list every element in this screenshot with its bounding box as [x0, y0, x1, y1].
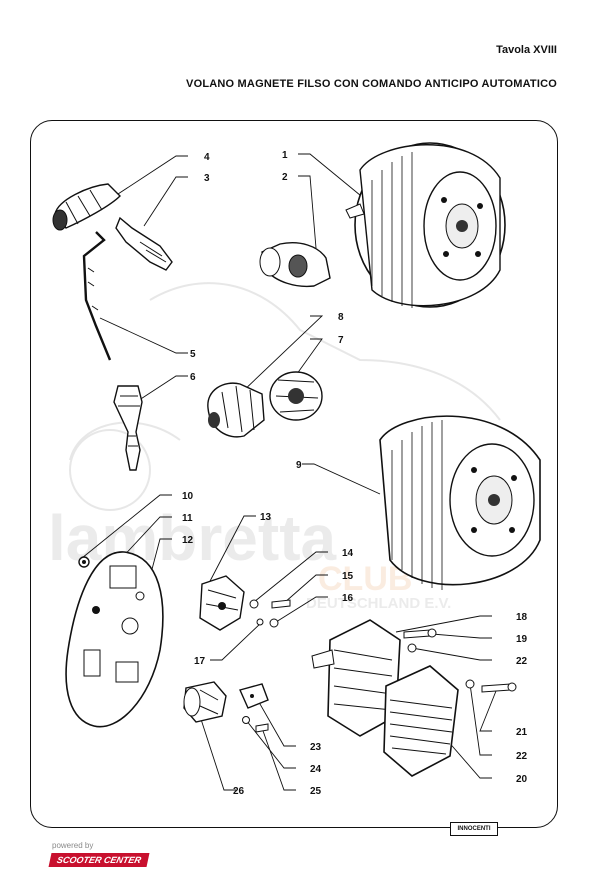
callout-10: 10: [182, 491, 194, 502]
part-contact-breaker: [199, 575, 245, 631]
part-stator-plate: [65, 551, 164, 728]
part-spark-plug: [113, 385, 143, 471]
callout-19: 19: [516, 634, 528, 645]
callout-1: 1: [282, 150, 288, 161]
part-ht-cable: [82, 231, 112, 361]
part-lighting-coil: [183, 681, 227, 723]
part-flywheel: [345, 142, 506, 308]
part-small-hardware: [242, 716, 269, 733]
callout-11: 11: [182, 513, 193, 524]
part-rubber-boot: [207, 382, 265, 438]
callout-labels: 4 3 1 2 5 6 8 7 9 10 11 12 13 14 15 16 1…: [182, 150, 528, 797]
sponsor-logo[interactable]: SCOOTER CENTER: [48, 853, 150, 867]
part-washers: [407, 643, 475, 689]
callout-26: 26: [233, 786, 245, 797]
leader-lines: [81, 153, 499, 791]
callout-12: 12: [182, 535, 194, 546]
callout-4: 4: [204, 152, 210, 163]
callout-17: 17: [194, 656, 206, 667]
part-advance-unit: [269, 371, 323, 421]
callout-6: 6: [190, 372, 196, 383]
part-washer-screw-nut: [249, 599, 291, 628]
callout-23: 23: [310, 742, 322, 753]
callout-2: 2: [282, 172, 288, 183]
callout-13: 13: [260, 512, 272, 523]
part-nut: [78, 556, 90, 568]
callout-8: 8: [338, 312, 344, 323]
callout-18: 18: [516, 612, 528, 623]
plate-number: Tavola XVIII: [496, 44, 557, 56]
callout-20: 20: [516, 774, 528, 785]
callout-25: 25: [310, 786, 322, 797]
powered-by-label: powered by: [52, 841, 94, 850]
callout-3: 3: [204, 173, 210, 184]
diagram-frame: [30, 120, 558, 828]
part-ignition-coil: [311, 619, 401, 737]
callout-15: 15: [342, 571, 354, 582]
part-spark-plug-cap: [52, 183, 121, 231]
callout-24: 24: [310, 764, 322, 775]
part-flywheel-large: [379, 415, 541, 590]
watermark-brand: lambretta: [48, 502, 337, 574]
callout-5: 5: [190, 349, 196, 360]
part-bolts: [403, 628, 517, 693]
watermark: lambretta CLUB DEUTSCHLAND E.V.: [48, 282, 501, 612]
callout-22b: 22: [516, 751, 528, 762]
part-finned-coil: [383, 665, 459, 777]
part-terminal-block: [239, 683, 269, 709]
callout-16: 16: [342, 593, 354, 604]
callout-21: 21: [516, 727, 528, 738]
page-title: VOLANO MAGNETE FILSO CON COMANDO ANTICIP…: [186, 78, 557, 90]
innocenti-logo: INNOCENTI: [450, 822, 498, 836]
callout-7: 7: [338, 335, 344, 346]
callout-22a: 22: [516, 656, 528, 667]
callout-9: 9: [296, 460, 302, 471]
part-condenser: [115, 216, 173, 271]
part-hub-nut: [259, 242, 331, 288]
callout-14: 14: [342, 548, 354, 559]
watermark-country: DEUTSCHLAND E.V.: [306, 595, 451, 612]
